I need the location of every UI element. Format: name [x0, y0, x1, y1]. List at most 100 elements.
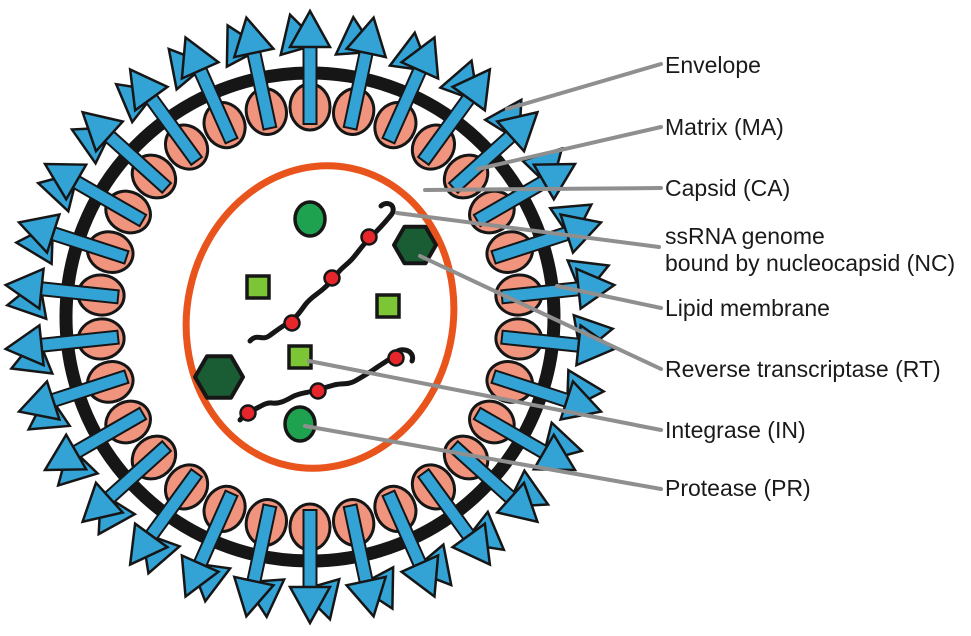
envelope-spike — [16, 369, 130, 431]
nucleocapsid-dot — [323, 269, 341, 287]
envelope-spike — [42, 406, 148, 488]
label-matrix: Matrix (MA) — [665, 114, 784, 140]
spike-head — [128, 521, 170, 567]
matrix-layer — [76, 82, 544, 552]
envelope-spike — [3, 266, 120, 321]
spike-head — [16, 212, 62, 255]
envelope-spike — [447, 439, 551, 524]
spike-head — [232, 15, 276, 59]
spike-head — [494, 480, 540, 524]
label-protease: Protease (PR) — [665, 475, 811, 501]
label-reverse-transcriptase-line: Reverse transcriptase (RT) — [665, 356, 941, 382]
label-lipid-membrane-line: Lipid membrane — [665, 295, 830, 321]
spike-head — [450, 521, 492, 567]
integrase-particle — [245, 274, 271, 300]
spike-head — [128, 67, 170, 113]
envelope-spike — [381, 30, 440, 145]
envelope-spike — [80, 439, 173, 537]
envelope-spike — [472, 406, 585, 472]
label-integrase-line: Integrase (IN) — [665, 417, 806, 443]
envelope-spike — [35, 162, 148, 228]
spike-head — [180, 553, 221, 599]
leader-line-layer — [303, 62, 663, 491]
spike-head — [494, 110, 540, 154]
spike-stem — [302, 509, 318, 590]
nucleocapsid-dot — [360, 228, 378, 246]
nucleocapsid-dot — [239, 404, 257, 422]
ssrna-strand — [237, 347, 416, 423]
leader-lipid-membrane — [555, 284, 663, 310]
envelope-spike — [128, 467, 204, 576]
label-ssrna-nucleocapsid-line: bound by nucleocapsid (NC) — [665, 250, 955, 276]
capsid-ellipse — [182, 162, 458, 472]
leader-integrase — [307, 359, 663, 432]
nucleocapsid-dot — [283, 314, 301, 332]
lipid-membrane-ring — [59, 66, 561, 568]
envelope-spike — [447, 97, 540, 195]
protease-particle — [283, 405, 317, 443]
label-capsid-line: Capsid (CA) — [665, 175, 790, 201]
spike-head — [287, 8, 333, 49]
spike-head — [42, 162, 89, 202]
spike-head — [344, 575, 388, 619]
envelope-spike — [167, 35, 239, 145]
envelope-spike — [69, 110, 173, 195]
envelope-spike — [232, 503, 287, 620]
spike-head — [450, 67, 492, 113]
label-matrix-line: Matrix (MA) — [665, 114, 784, 140]
label-ssrna-nucleocapsid-line: ssRNA genome — [665, 223, 825, 249]
protease-particle — [293, 200, 327, 238]
envelope-spike — [3, 323, 120, 376]
envelope-spike — [490, 203, 604, 265]
envelope-spike — [416, 467, 506, 567]
envelope-spike — [287, 509, 341, 626]
envelope-spike — [13, 212, 130, 266]
spike-head — [3, 266, 46, 311]
label-envelope-line: Envelope — [665, 52, 761, 78]
lipid-membrane-layer — [59, 66, 561, 568]
integrase-particle — [375, 293, 401, 319]
spike-head — [399, 553, 440, 599]
label-lipid-membrane: Lipid membrane — [665, 295, 830, 321]
spike-head — [80, 110, 126, 154]
spike-head — [42, 432, 89, 472]
nucleocapsid-dot — [387, 349, 405, 367]
spike-head — [232, 575, 276, 619]
leader-envelope — [505, 62, 663, 111]
leader-ssrna-nucleocapsid — [395, 211, 661, 249]
label-protease-line: Protease (PR) — [665, 475, 811, 501]
spike-head — [399, 35, 440, 81]
envelope-spike — [225, 15, 278, 131]
leader-reverse-transcriptase — [418, 254, 663, 371]
spike-head — [531, 162, 578, 202]
leader-matrix — [476, 125, 663, 171]
envelope-spike — [180, 489, 239, 604]
spike-head — [287, 585, 333, 626]
label-capsid: Capsid (CA) — [665, 175, 790, 201]
leader-capsid — [423, 186, 663, 192]
label-reverse-transcriptase: Reverse transcriptase (RT) — [665, 356, 941, 382]
spike-head — [344, 15, 388, 59]
nucleocapsid-dot — [309, 382, 327, 400]
core-contents-layer — [193, 200, 438, 443]
envelope-spike — [114, 67, 204, 167]
leader-protease — [303, 424, 663, 491]
label-integrase: Integrase (IN) — [665, 417, 806, 443]
envelope-spike — [342, 503, 395, 619]
envelope-spike — [490, 368, 607, 422]
envelope-spike — [416, 58, 492, 167]
spike-head — [16, 379, 62, 422]
envelope-spike-layer — [3, 8, 617, 626]
reverse-transcriptase-particle — [193, 354, 245, 400]
spike-head — [3, 323, 46, 368]
reverse-transcriptase-particle — [392, 224, 438, 266]
spike-head — [180, 35, 221, 81]
envelope-spike — [381, 489, 453, 599]
integrase-particle — [287, 344, 313, 370]
spike-head — [80, 480, 126, 524]
spike-stem — [302, 44, 318, 125]
